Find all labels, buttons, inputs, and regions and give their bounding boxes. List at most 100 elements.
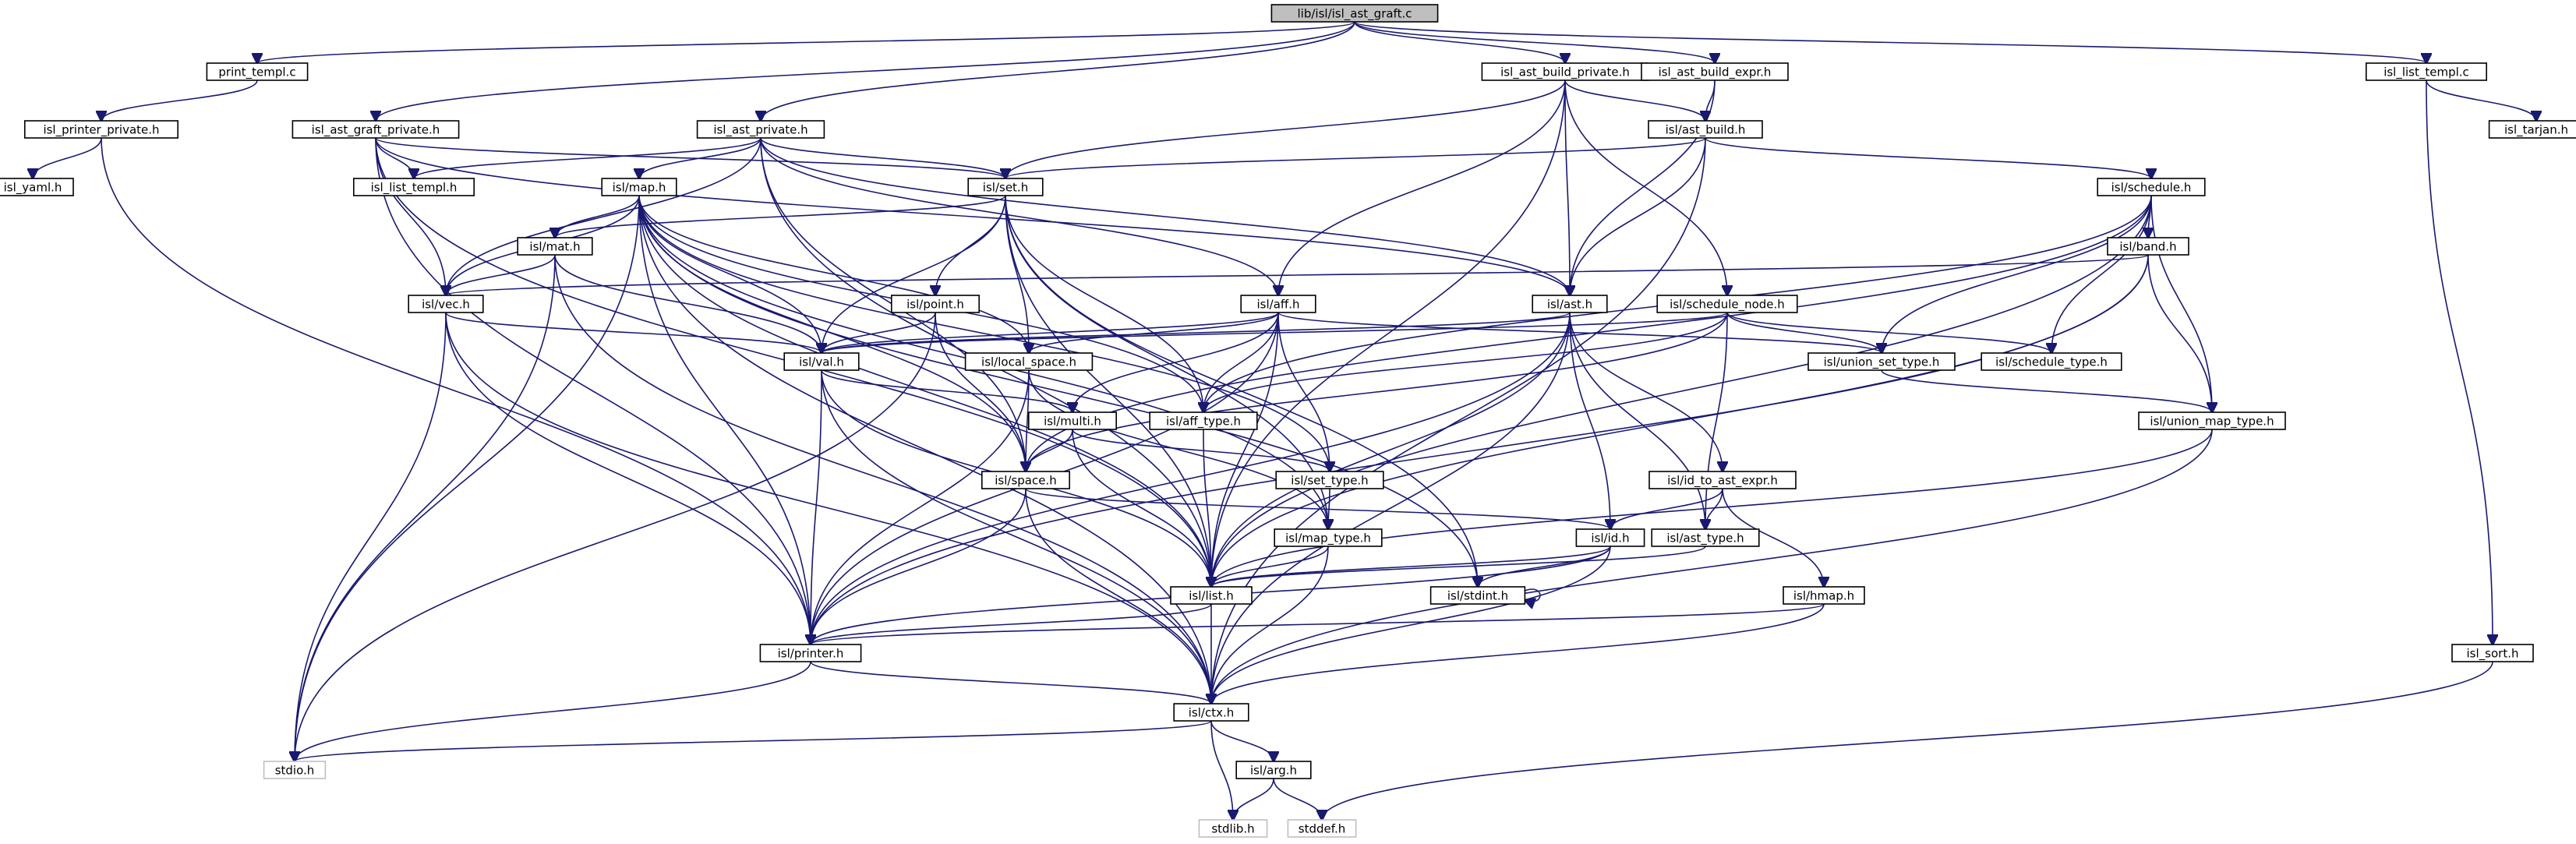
node-band[interactable]: isl/band.h: [2107, 237, 2189, 256]
edge-id-to-stdint: [1478, 546, 1611, 587]
node-id-to-ast-expr[interactable]: isl/id_to_ast_expr.h: [1648, 471, 1797, 489]
edge-local_space-to-space: [1026, 369, 1029, 471]
edge-band-to-printer: [811, 254, 2149, 644]
node-schedule-type[interactable]: isl/schedule_type.h: [1981, 352, 2122, 371]
node-label: isl/schedule.h: [2111, 181, 2192, 195]
node-schedule-node[interactable]: isl/schedule_node.h: [1656, 295, 1798, 313]
edge-ast-to-list: [1211, 312, 1571, 587]
edge-ast_build-to-set: [1005, 137, 1706, 178]
node-root[interactable]: lib/isl/isl_ast_graft.c: [1270, 4, 1439, 23]
edge-arg-to-stdlib: [1233, 778, 1274, 820]
node-mat[interactable]: isl/mat.h: [517, 237, 593, 256]
node-set-type[interactable]: isl/set_type.h: [1275, 471, 1384, 489]
node-union-map-type[interactable]: isl/union_map_type.h: [2138, 411, 2286, 430]
node-map-type[interactable]: isl/map_type.h: [1274, 528, 1383, 547]
node-label: stddef.h: [1299, 822, 1345, 836]
edge-id_to_ast_expr-to-ast_type: [1705, 488, 1723, 529]
node-aff-type[interactable]: isl/aff_type.h: [1149, 411, 1258, 430]
node-label: isl/map.h: [613, 181, 666, 195]
edge-arg-to-stddef: [1273, 778, 1322, 820]
edge-ast-to-id: [1569, 312, 1610, 529]
node-map[interactable]: isl/map.h: [601, 178, 677, 196]
node-print-templ[interactable]: print_templ.c: [206, 62, 309, 81]
node-printer[interactable]: isl/printer.h: [759, 644, 862, 662]
node-label: isl/arg.h: [1250, 764, 1297, 778]
node-point[interactable]: isl/point.h: [891, 295, 981, 313]
node-stdlib[interactable]: stdlib.h: [1198, 819, 1268, 838]
edge-point-to-stdio: [295, 312, 936, 761]
edge-schedule-to-union_map_type: [2150, 195, 2212, 412]
node-stddef[interactable]: stddef.h: [1287, 819, 1357, 838]
node-box: [2138, 411, 2286, 430]
node-yaml[interactable]: isl_yaml.h: [0, 178, 74, 196]
node-tarjan[interactable]: isl_tarjan.h: [2488, 120, 2576, 139]
node-ast-build-private[interactable]: isl_ast_build_private.h: [1481, 62, 1649, 81]
edge-aff-to-aff_type: [1203, 312, 1279, 412]
node-vec[interactable]: isl/vec.h: [408, 295, 484, 313]
edge-aff-to-val: [822, 312, 1279, 353]
node-ast-graft-private[interactable]: isl_ast_graft_private.h: [292, 120, 460, 139]
edge-ast-to-printer: [811, 312, 1571, 644]
edge-ast_private-to-list_templ_h: [414, 137, 761, 178]
edge-map-to-local_space: [638, 195, 1029, 353]
node-label: isl/set.h: [983, 181, 1028, 195]
edge-ast_build_private-to-set: [1005, 79, 1566, 178]
edge-ast_build_private-to-ast_build: [1564, 79, 1705, 121]
node-ast-build[interactable]: isl/ast_build.h: [1648, 120, 1763, 139]
node-list[interactable]: isl/list.h: [1170, 586, 1253, 605]
node-label: isl/list.h: [1189, 589, 1234, 603]
node-list-templ-h[interactable]: isl_list_templ.h: [352, 178, 475, 196]
node-set[interactable]: isl/set.h: [967, 178, 1044, 196]
node-ast[interactable]: isl/ast.h: [1532, 295, 1608, 313]
node-label: isl/multi.h: [1044, 415, 1101, 429]
edge-aff_type-to-list: [1203, 429, 1211, 587]
edge-aff-to-set_type: [1277, 312, 1330, 471]
edge-id-to-ctx: [1211, 546, 1611, 704]
edge-root-to-ast_build_private: [1354, 21, 1565, 63]
edge-ast_build-to-schedule: [1705, 137, 2151, 178]
node-ast-build-expr[interactable]: isl_ast_build_expr.h: [1641, 62, 1789, 81]
edge-map-to-set_type: [638, 195, 1330, 471]
node-multi[interactable]: isl/multi.h: [1028, 411, 1118, 430]
edge-ast_graft_private-to-set: [375, 137, 1005, 178]
node-label: isl_list_templ.h: [371, 181, 458, 196]
node-label: isl/space.h: [995, 474, 1056, 488]
node-label: isl/schedule_node.h: [1670, 298, 1785, 313]
node-aff[interactable]: isl/aff.h: [1240, 295, 1316, 313]
edge-map-to-list: [638, 195, 1211, 587]
node-arg[interactable]: isl/arg.h: [1235, 761, 1312, 779]
edge-ast_build-to-ast: [1570, 137, 1706, 295]
edge-printer-to-stdio: [295, 661, 811, 761]
edge-aff-to-list: [1211, 312, 1279, 587]
node-label: isl/union_map_type.h: [2150, 415, 2274, 429]
node-ctx[interactable]: isl/ctx.h: [1173, 703, 1249, 722]
node-printer-private[interactable]: isl_printer_private.h: [23, 120, 178, 139]
node-box: [1641, 62, 1789, 81]
edge-schedule-to-list: [1211, 195, 2152, 587]
edge-local_space-to-map_type: [1028, 369, 1328, 529]
edge-printer_private-to-printer: [101, 137, 811, 644]
node-hmap[interactable]: isl/hmap.h: [1783, 586, 1865, 605]
node-ast-type[interactable]: isl/ast_type.h: [1651, 528, 1760, 547]
edge-map-to-mat: [555, 195, 640, 238]
node-sort[interactable]: isl_sort.h: [2451, 644, 2534, 662]
node-local-space[interactable]: isl/local_space.h: [964, 352, 1094, 371]
node-schedule[interactable]: isl/schedule.h: [2097, 178, 2206, 196]
node-stdint[interactable]: isl/stdint.h: [1429, 586, 1526, 605]
node-box: [967, 178, 1044, 196]
node-list-templ-c[interactable]: isl_list_templ.c: [2366, 62, 2488, 81]
node-id[interactable]: isl/id.h: [1575, 528, 1645, 547]
edge-mat-to-vec: [446, 254, 556, 295]
node-box: [2097, 178, 2206, 196]
edge-ctx-to-stdio: [295, 720, 1212, 761]
node-ast-private[interactable]: isl_ast_private.h: [696, 120, 825, 139]
node-space[interactable]: isl/space.h: [981, 471, 1071, 489]
node-box: [1656, 295, 1798, 313]
node-union-set-type[interactable]: isl/union_set_type.h: [1807, 352, 1956, 371]
node-val[interactable]: isl/val.h: [783, 352, 860, 371]
edge-print_templ-to-printer_private: [101, 79, 258, 121]
edge-schedule-to-union_set_type: [1882, 195, 2152, 353]
node-stdio[interactable]: stdio.h: [263, 761, 327, 779]
node-label: isl/hmap.h: [1793, 589, 1854, 603]
